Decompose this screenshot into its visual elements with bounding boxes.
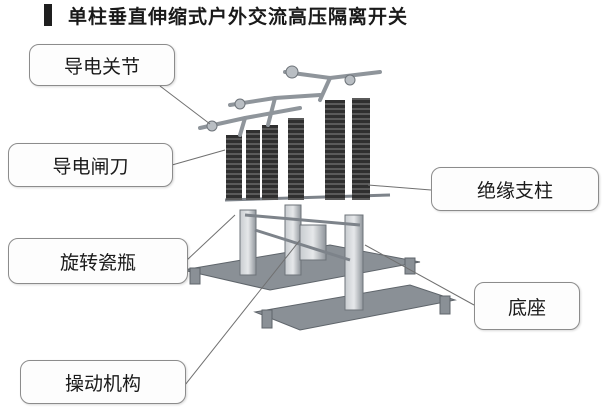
label-insulating-support: 绝缘支柱 [431, 167, 599, 211]
insulator-columns [226, 98, 370, 200]
label-conductive-blade: 导电闸刀 [8, 143, 173, 187]
label-rotating-insulator: 旋转瓷瓶 [8, 238, 188, 284]
label-conductive-joint: 导电关节 [29, 44, 175, 86]
label-operating-mechanism: 操动机构 [20, 360, 186, 404]
diagram-title: 单柱垂直伸缩式户外交流高压隔离开关 [68, 6, 409, 28]
label-base: 底座 [474, 282, 580, 330]
conductive-joints [206, 65, 356, 132]
leader-lines [159, 85, 475, 386]
title-marker [44, 4, 52, 26]
steel-legs [239, 204, 364, 311]
